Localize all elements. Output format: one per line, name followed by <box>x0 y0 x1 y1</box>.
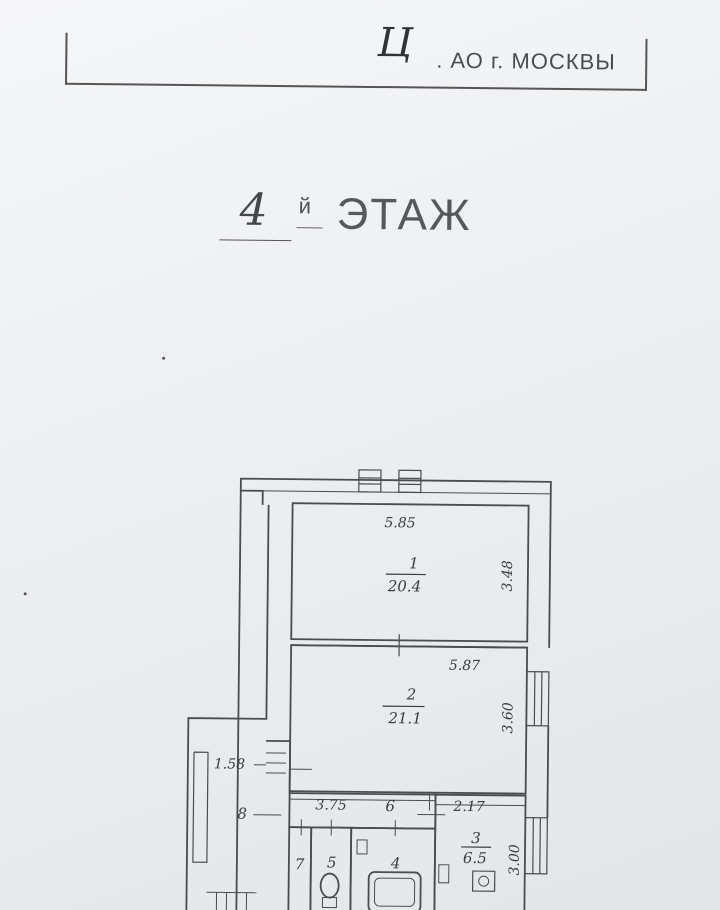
left-wall <box>185 504 270 910</box>
room-1-number: 1 <box>408 554 419 573</box>
room-2-width: 5.87 <box>448 657 481 675</box>
room-3-width: 2.17 <box>453 798 485 816</box>
room-8-width: 1.58 <box>213 756 246 773</box>
room-2-number: 2 <box>406 685 417 704</box>
room-1-area: 20.4 <box>387 577 422 596</box>
room-6-number: 6 <box>385 797 396 816</box>
room-2-area: 21.1 <box>388 709 422 728</box>
room-3-number: 3 <box>471 829 481 848</box>
room-4-outline <box>349 826 437 910</box>
toilet-outline <box>319 872 340 899</box>
room-8-number: 8 <box>237 804 248 823</box>
room-6-outline <box>288 792 437 830</box>
room-7-number: 7 <box>294 855 305 874</box>
room-3-depth: 3.00 <box>506 844 524 876</box>
outer-wall <box>235 477 552 910</box>
room-4-number: 4 <box>390 854 401 873</box>
room-1-outline <box>290 502 530 643</box>
room-1-depth: 3.48 <box>499 560 517 592</box>
room-1-width: 5.85 <box>384 515 416 532</box>
room-3-area: 6.5 <box>462 848 487 868</box>
room-6-width: 3.75 <box>315 797 347 814</box>
room-5-number: 5 <box>326 853 337 872</box>
room-2-depth: 3.60 <box>500 702 517 734</box>
bathtub-outline <box>367 871 422 910</box>
